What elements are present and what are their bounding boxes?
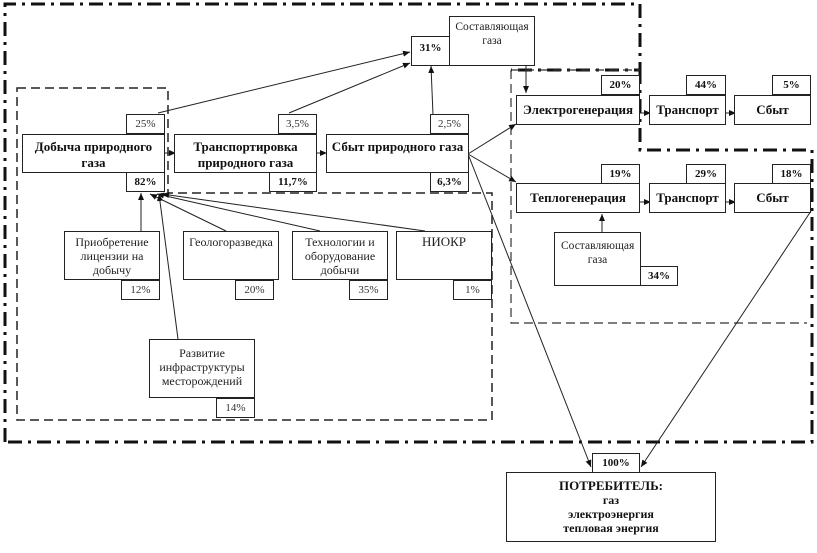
pct-transport-top: 3,5% (278, 114, 317, 134)
consumer-heat: тепловая энергия (563, 521, 659, 535)
node-heat-transport: Транспорт (649, 183, 726, 213)
pct-technology: 35% (349, 280, 388, 300)
generation-group-boundary (510, 69, 807, 324)
node-heat-generation: Теплогенерация (516, 183, 640, 213)
arrow-sales-to-consumer (467, 153, 592, 468)
consumer-gas: газ (602, 493, 620, 507)
node-license: Приобретение лицензии на добычу (64, 231, 160, 280)
arrow-sales-to-powergen (467, 123, 517, 155)
arrow-infrastructure-to-extraction (156, 193, 179, 340)
node-consumer: ПОТРЕБИТЕЛЬ: газ электроэнергия тепловая… (506, 472, 716, 542)
pct-gas-component-top: 31% (411, 36, 450, 66)
pct-gas-component-heat: 34% (640, 266, 678, 286)
node-power-generation: Электрогенерация (516, 95, 640, 125)
pct-power-transport: 44% (686, 75, 726, 95)
consumer-electricity: электроэнергия (568, 507, 654, 521)
pct-consumer: 100% (592, 453, 640, 473)
node-technology: Технологии и оборудование добычи (292, 231, 388, 280)
pct-sales-bottom: 6,3% (430, 172, 469, 192)
consumer-title: ПОТРЕБИТЕЛЬ: (559, 478, 663, 493)
node-power-sales: Сбыт (734, 95, 811, 125)
node-infrastructure: Развитие инфраструктуры месторождений (149, 339, 255, 398)
outer-boundary (3, 2, 814, 444)
arrow-sales-to-heatgen (467, 153, 517, 183)
pct-power-sales: 5% (772, 75, 811, 95)
extraction-group-boundary (16, 87, 493, 421)
node-transport: Транспортировка природного газа (174, 134, 317, 173)
node-power-transport: Транспорт (649, 95, 726, 125)
arrow-extraction-to-gascomp (157, 50, 411, 114)
node-geology: Геологоразведка (183, 231, 279, 280)
pct-geology: 20% (235, 280, 274, 300)
node-gas-component-top: Составляющая газа (449, 16, 535, 66)
pct-heat-transport: 29% (686, 164, 726, 184)
arrow-transport-to-gascomp (288, 62, 411, 114)
pct-infrastructure: 14% (216, 398, 255, 418)
node-extraction: Добыча природного газа (22, 134, 165, 173)
pct-heat-generation: 19% (601, 164, 640, 184)
arrow-technology-to-extraction (156, 192, 321, 232)
node-sales: Сбыт природного газа (326, 134, 469, 173)
node-gas-component-heat: Составляющая газа (554, 232, 641, 286)
pct-license: 12% (121, 280, 160, 300)
arrow-rnd-to-extraction (161, 192, 426, 232)
arrow-sales-to-gascomp (428, 65, 435, 116)
pct-heat-sales: 18% (772, 164, 811, 184)
pct-extraction-top: 25% (126, 114, 165, 134)
pct-rnd: 1% (453, 280, 492, 300)
pct-extraction-bottom: 82% (126, 172, 165, 192)
pct-sales-top: 2,5% (430, 114, 469, 134)
pct-transport-bottom: 11,7% (269, 172, 317, 192)
arrow-heatsales-to-consumer (640, 210, 812, 468)
node-heat-sales: Сбыт (734, 183, 811, 213)
pct-power-generation: 20% (601, 75, 640, 95)
node-rnd: НИОКР (396, 231, 492, 280)
